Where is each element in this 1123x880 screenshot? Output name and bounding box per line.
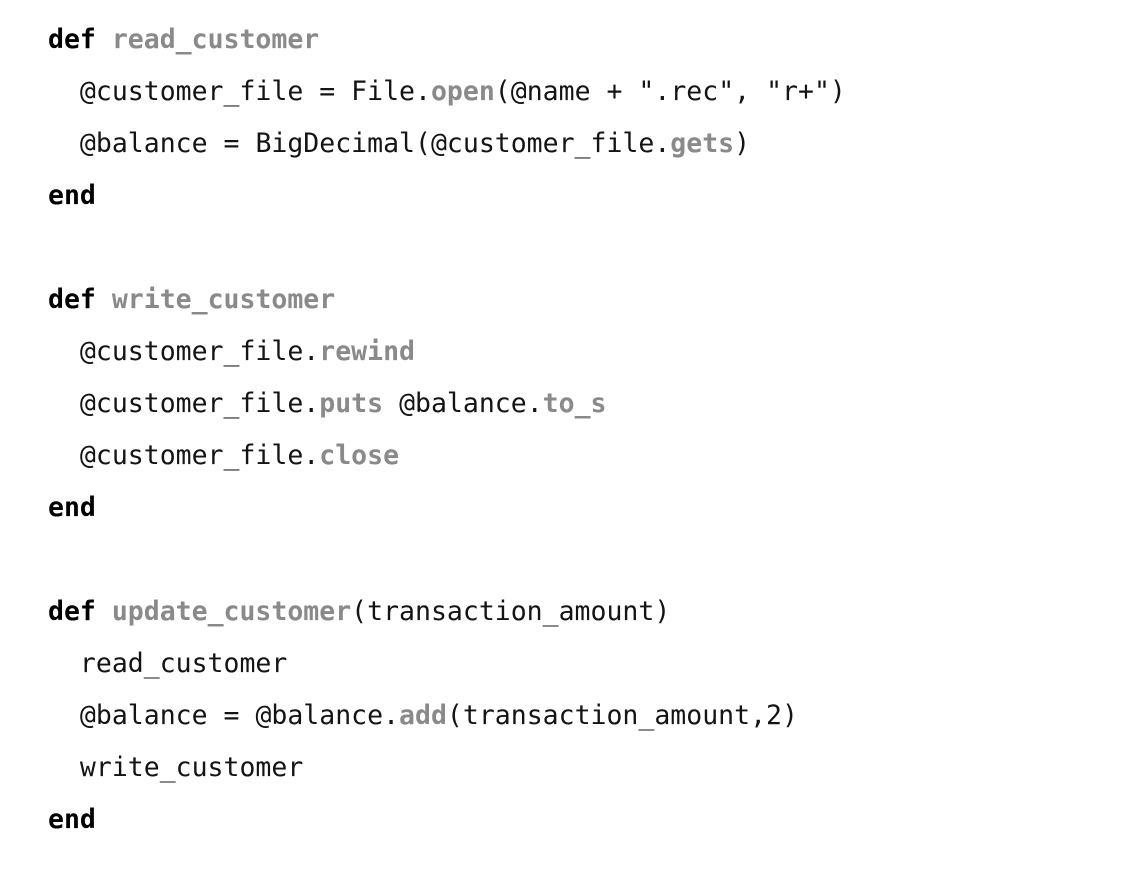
code-token-punct: ( [351, 596, 368, 627]
code-token-plain: read_customer [79, 648, 288, 679]
code-line: @balance = @balance.add(transaction_amou… [48, 690, 1123, 742]
code-token-ivar: @name [510, 76, 591, 107]
code-token-string: "r+" [766, 76, 830, 107]
code-token-punct: ) [782, 700, 798, 731]
code-token-op: = [207, 128, 256, 159]
code-token-op: + [590, 76, 639, 107]
code-listing: def read_customer @customer_file = File.… [48, 14, 1123, 846]
code-token-ivar: @balance [79, 700, 208, 731]
code-token-punct: . [415, 76, 431, 107]
code-blank-line [48, 222, 1123, 274]
code-line: end [48, 794, 1123, 846]
code-token-plain [96, 596, 112, 627]
code-token-punct: . [654, 128, 671, 159]
code-token-ident: update_customer [111, 596, 352, 627]
code-token-ivar: @customer_file [79, 388, 304, 419]
code-line: @balance = BigDecimal(@customer_file.get… [48, 118, 1123, 170]
code-token-keyword: end [48, 804, 96, 835]
code-indent [48, 440, 80, 471]
code-token-plain: write_customer [79, 752, 304, 783]
code-token-punct: ( [494, 76, 511, 107]
code-token-ivar: @balance [79, 128, 208, 159]
code-token-punct: ) [654, 596, 671, 627]
code-indent [48, 388, 80, 419]
code-token-string: ".rec" [638, 76, 735, 107]
code-token-ivar: @customer_file [430, 128, 655, 159]
code-indent [48, 76, 80, 107]
code-token-punct: ) [829, 76, 846, 107]
code-token-punct: . [303, 336, 320, 367]
code-token-ident: write_customer [111, 284, 336, 315]
code-token-method: rewind [319, 336, 415, 367]
code-line: def read_customer [48, 14, 1123, 66]
code-line: read_customer [48, 638, 1123, 690]
code-token-plain: transaction_amount [462, 700, 751, 731]
code-indent [48, 752, 80, 783]
code-line: @customer_file = File.open(@name + ".rec… [48, 66, 1123, 118]
code-token-keyword: def [48, 596, 96, 627]
code-token-ivar: @customer_file [79, 336, 304, 367]
code-token-plain [383, 388, 399, 419]
code-token-keyword: def [48, 284, 96, 315]
code-line: write_customer [48, 742, 1123, 794]
code-token-punct: . [526, 388, 543, 419]
code-line: @customer_file.rewind [48, 326, 1123, 378]
code-token-plain [96, 284, 112, 315]
code-indent [48, 336, 80, 367]
code-blank-line [48, 534, 1123, 586]
code-line: def write_customer [48, 274, 1123, 326]
code-token-keyword: end [48, 180, 96, 211]
code-token-ivar: @balance [399, 388, 527, 419]
code-token-plain [96, 24, 112, 55]
code-token-keyword: end [48, 492, 96, 523]
code-token-keyword: def [48, 24, 96, 55]
code-indent [48, 700, 80, 731]
code-token-op: = [303, 76, 352, 107]
code-token-ivar: @customer_file [79, 440, 304, 471]
code-token-method: to_s [542, 388, 607, 419]
code-token-op: = [207, 700, 256, 731]
code-token-ivar: @customer_file [79, 76, 304, 107]
code-token-method: puts [319, 388, 384, 419]
code-indent [48, 648, 80, 679]
code-line: end [48, 170, 1123, 222]
code-token-const: File [351, 76, 415, 107]
code-token-punct: ( [414, 128, 431, 159]
code-token-punct: ) [734, 128, 751, 159]
code-token-punct: . [383, 700, 400, 731]
code-token-plain: transaction_amount [367, 596, 655, 627]
code-token-method: add [399, 700, 447, 731]
code-token-punct: , [750, 700, 767, 731]
code-token-method: open [430, 76, 495, 107]
code-line: def update_customer(transaction_amount) [48, 586, 1123, 638]
code-token-punct: . [303, 440, 320, 471]
code-token-punct: ( [446, 700, 463, 731]
code-token-number: 2 [766, 700, 783, 731]
code-token-punct: , [734, 76, 767, 107]
code-token-ivar: @balance [255, 700, 384, 731]
code-token-const: BigDecimal [255, 128, 415, 159]
code-indent [48, 128, 80, 159]
code-line: @customer_file.close [48, 430, 1123, 482]
code-token-ident: read_customer [111, 24, 320, 55]
code-token-method: close [319, 440, 400, 471]
code-line: end [48, 482, 1123, 534]
code-token-method: gets [670, 128, 735, 159]
code-line: @customer_file.puts @balance.to_s [48, 378, 1123, 430]
code-token-punct: . [303, 388, 320, 419]
